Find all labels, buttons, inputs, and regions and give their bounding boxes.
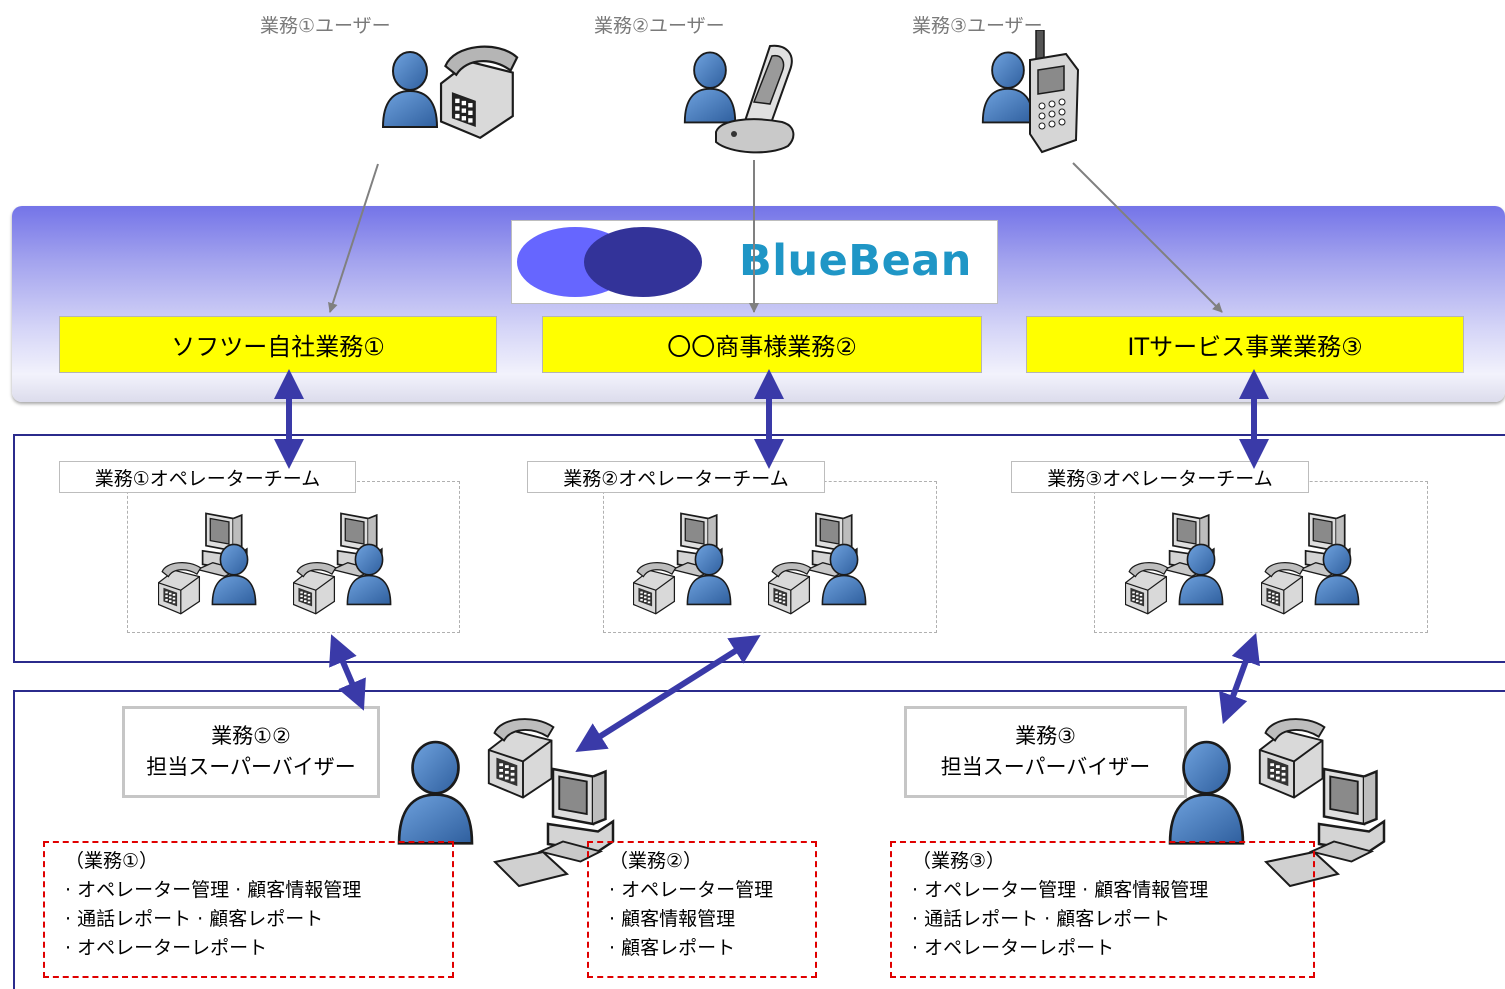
business-box-3: ITサービス事業業務③: [1026, 316, 1464, 373]
desk-phone-icon: [439, 45, 519, 140]
business-box-1: ソフツー自社業務①: [59, 316, 497, 373]
user-1-link: [328, 163, 379, 313]
supervisor-label-1: 業務①② 担当スーパーバイザー: [122, 706, 380, 798]
duty-box-1: （業務①） · オペレーター管理 · 顧客情報管理 · 通話レポート · 顧客レ…: [43, 841, 454, 978]
duty-line: · 通話レポート · 顧客レポート: [65, 908, 324, 930]
duty-title: （業務③）: [912, 850, 1006, 872]
team-2-supervisor-link: [575, 634, 761, 753]
team-label-2: 業務②オペレーターチーム: [527, 461, 825, 493]
duty-line: · オペレーターレポート: [65, 937, 268, 959]
supervisor-label-2-line2: 担当スーパーバイザー: [940, 755, 1151, 779]
supervisor-icon: [1168, 718, 1386, 888]
duty-line: · 通話レポート · 顧客レポート: [912, 908, 1171, 930]
duty-line: · オペレーター管理: [609, 879, 774, 901]
supervisor-label-1-line1: 業務①②: [211, 724, 291, 748]
logo-circles-icon: [517, 227, 702, 297]
duty-line: · オペレーター管理 · 顧客情報管理: [912, 879, 1209, 901]
user-label-1: 業務①ユーザー: [260, 15, 391, 37]
team-1-supervisor-link: [329, 634, 366, 711]
team-label-1: 業務①オペレーターチーム: [59, 461, 356, 493]
user-label-3: 業務③ユーザー: [912, 15, 1043, 37]
supervisor-icon: [397, 718, 615, 888]
duty-line: · オペレーター管理 · 顧客情報管理: [65, 879, 362, 901]
logo-text: BlueBean: [739, 236, 972, 286]
duty-box-2: （業務②） · オペレーター管理 · 顧客情報管理 · 顧客レポート: [587, 841, 817, 978]
duty-box-3: （業務③） · オペレーター管理 · 顧客情報管理 · 通話レポート · 顧客レ…: [890, 841, 1315, 978]
duty-title: （業務②）: [609, 850, 703, 872]
mobile-phone-icon: [1029, 30, 1080, 154]
flip-phone-icon: [715, 44, 795, 154]
team-3-supervisor-link: [1219, 632, 1260, 725]
business-box-2: 〇〇商事様業務②: [542, 316, 982, 373]
supervisor-label-1-line2: 担当スーパーバイザー: [146, 755, 356, 779]
team-label-3: 業務③オペレーターチーム: [1011, 461, 1309, 493]
duty-line: · 顧客レポート: [609, 937, 736, 959]
duty-line: · オペレーターレポート: [912, 937, 1115, 959]
user-3-link: [1072, 162, 1223, 313]
duty-title: （業務①）: [65, 850, 159, 872]
user-label-2: 業務②ユーザー: [594, 15, 725, 37]
supervisor-label-2-line1: 業務③: [1015, 724, 1076, 748]
supervisor-label-2: 業務③ 担当スーパーバイザー: [904, 706, 1187, 798]
duty-line: · 顧客情報管理: [609, 908, 736, 930]
